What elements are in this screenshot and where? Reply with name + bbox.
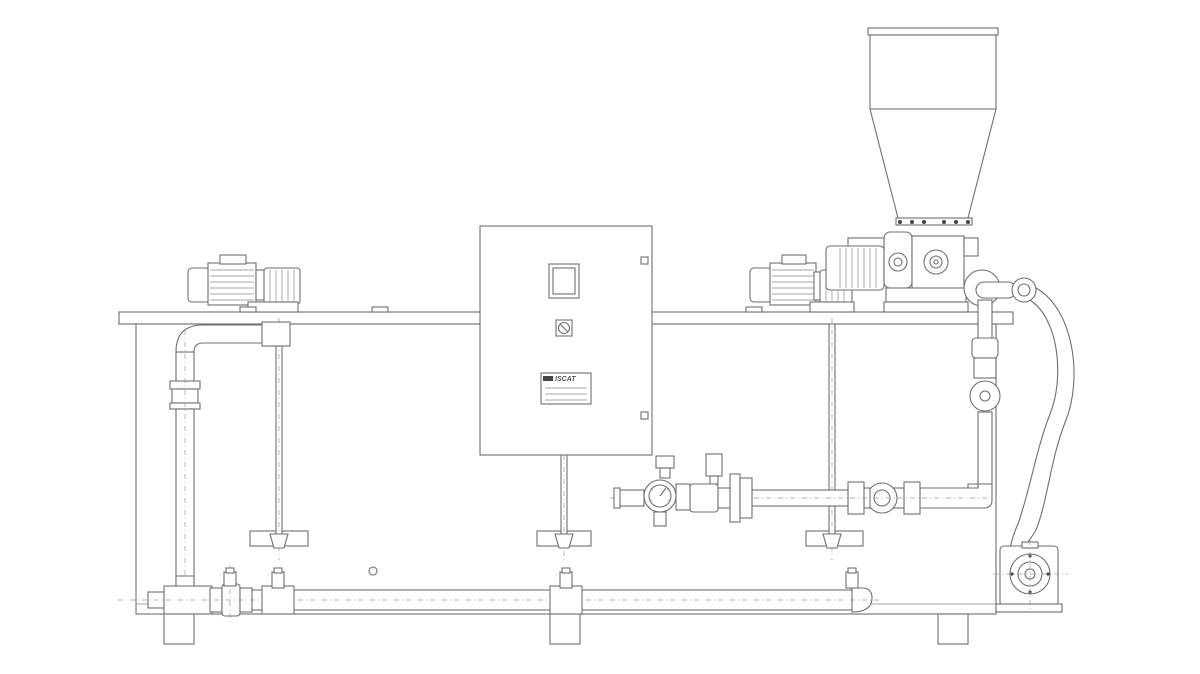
inlet-coupling: [613, 487, 645, 509]
pressure-gauge: [643, 455, 691, 527]
transfer-pump: [994, 540, 1068, 613]
solenoid-valve: [689, 453, 723, 513]
agitator-shaft-center: [536, 455, 592, 560]
flexible-hose: [1009, 287, 1075, 549]
agitator-shaft-left: [249, 318, 309, 560]
agitator-motor-right: [745, 254, 855, 313]
tank-feet: [163, 613, 969, 645]
panel-brand-label: ISCAT: [555, 376, 576, 383]
agitator-motor-left: [187, 254, 301, 313]
sight-port: [368, 566, 378, 576]
recirculation-pipe-left: [169, 321, 291, 600]
dosing-line: [610, 481, 993, 515]
feeder-hopper: [867, 27, 999, 226]
flange-joint: [717, 473, 753, 523]
lid-vent-fitting: [371, 306, 389, 313]
control-panel: [479, 225, 653, 456]
feeder-drive-unit: [825, 231, 979, 313]
powder-eductor: [963, 269, 1037, 307]
manifold-nozzles: [223, 567, 859, 615]
